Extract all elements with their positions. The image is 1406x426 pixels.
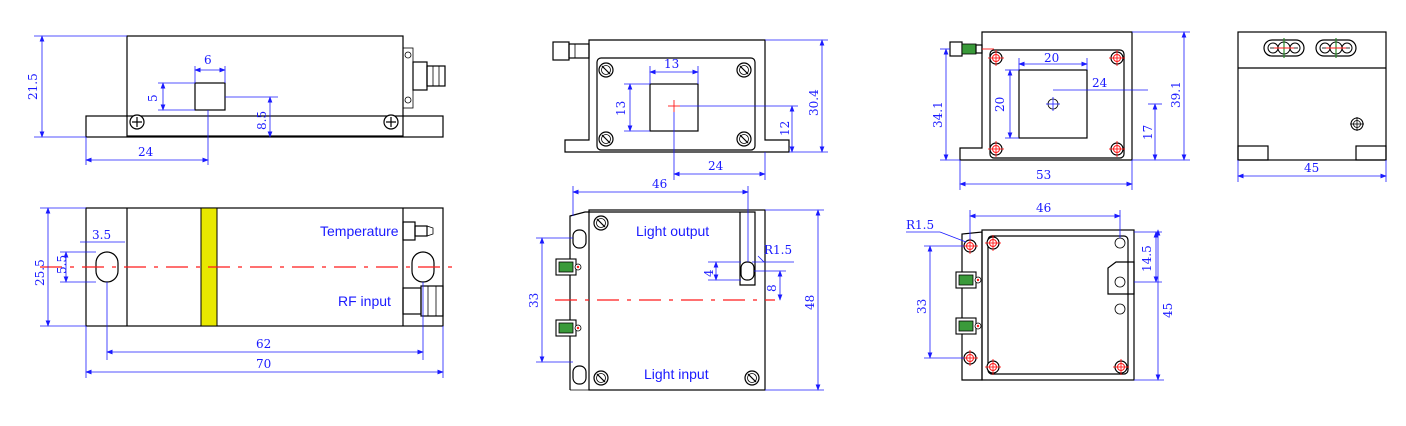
fiber-connector-icon [555, 258, 582, 276]
dim-46: 46 [652, 177, 667, 191]
dim-13b: 13 [614, 101, 628, 116]
dim-14-5: 14.5 [1140, 245, 1154, 272]
screw-icon [744, 370, 760, 386]
dim-33: 33 [527, 293, 541, 308]
dim-8-5: 8.5 [255, 111, 269, 130]
screw-icon [593, 370, 609, 386]
ground-screw-icon [1350, 117, 1364, 131]
dim-62: 62 [256, 337, 271, 351]
dim-48: 48 [803, 295, 817, 310]
view-front: 20 24 20 34.1 39.1 17 53 [931, 31, 1190, 190]
screw-icon [383, 114, 399, 130]
view-end: 13 13 30.4 12 24 [552, 39, 828, 180]
window [194, 82, 226, 111]
fiber-connector-icon [955, 271, 982, 289]
screw-icon [736, 131, 752, 147]
dim-8: 8 [765, 284, 779, 292]
dim-30-4: 30.4 [807, 89, 821, 116]
screw-icon [961, 349, 979, 367]
view-top: Temperature RF input 25.5 5.5 3.5 62 70 [33, 207, 458, 378]
dim-17: 17 [1141, 125, 1155, 140]
screw-icon [598, 62, 614, 78]
label-light-input: Light input [644, 366, 709, 382]
dim-24c: 24 [1092, 76, 1108, 90]
dim-70: 70 [256, 357, 271, 371]
rear-outline [1237, 31, 1387, 161]
screw-icon [1108, 49, 1126, 67]
screw-icon [593, 215, 609, 231]
dim-24b: 24 [708, 159, 724, 173]
dim-21-5: 21.5 [26, 73, 40, 100]
dim-r1-5b: R1.5 [906, 218, 934, 232]
screw-icon [129, 114, 145, 130]
dim-45: 45 [1161, 303, 1175, 318]
dim-34-1: 34.1 [931, 101, 945, 128]
dim-6: 6 [204, 53, 212, 67]
dim-39-1: 39.1 [1169, 81, 1183, 108]
view-plan-right: 46 R1.5 33 14.5 45 [906, 201, 1175, 381]
dim-33b: 33 [915, 299, 929, 314]
dim-25-5: 25.5 [33, 259, 47, 286]
dim-5: 5 [146, 94, 160, 102]
label-rf-input: RF input [338, 293, 391, 309]
dim-20b: 20 [993, 97, 1007, 112]
dim-45b: 45 [1304, 161, 1319, 175]
view-side: 21.5 6 5 8.5 24 [26, 35, 446, 165]
flange-outline [569, 211, 756, 390]
dim-3-5: 3.5 [92, 228, 111, 242]
dim-4: 4 [702, 269, 716, 277]
plan-right-outline [981, 229, 1135, 381]
view-rear: 45 [1237, 31, 1387, 182]
dim-24: 24 [138, 145, 154, 159]
screw-icon [736, 62, 752, 78]
dim-12: 12 [778, 121, 792, 136]
dim-r1-5: R1.5 [764, 243, 792, 257]
label-light-output: Light output [636, 223, 709, 239]
rear-connector-icon [1315, 38, 1357, 58]
dim-13: 13 [664, 57, 679, 71]
rear-connector-icon [1263, 38, 1305, 58]
base-plate [85, 115, 444, 138]
screw-icon [1108, 140, 1126, 158]
label-temperature: Temperature [320, 223, 399, 239]
dim-46b: 46 [1036, 201, 1051, 215]
dim-20: 20 [1044, 51, 1059, 65]
dim-5-5: 5.5 [55, 255, 69, 274]
screw-icon [961, 237, 979, 255]
screw-icon [598, 131, 614, 147]
view-plan-center: Light output Light input 46 R1.5 4 8 33 … [527, 177, 824, 391]
dim-53: 53 [1036, 168, 1051, 182]
fiber-connector-icon [955, 317, 982, 335]
fiber-connector-icon [555, 319, 582, 337]
